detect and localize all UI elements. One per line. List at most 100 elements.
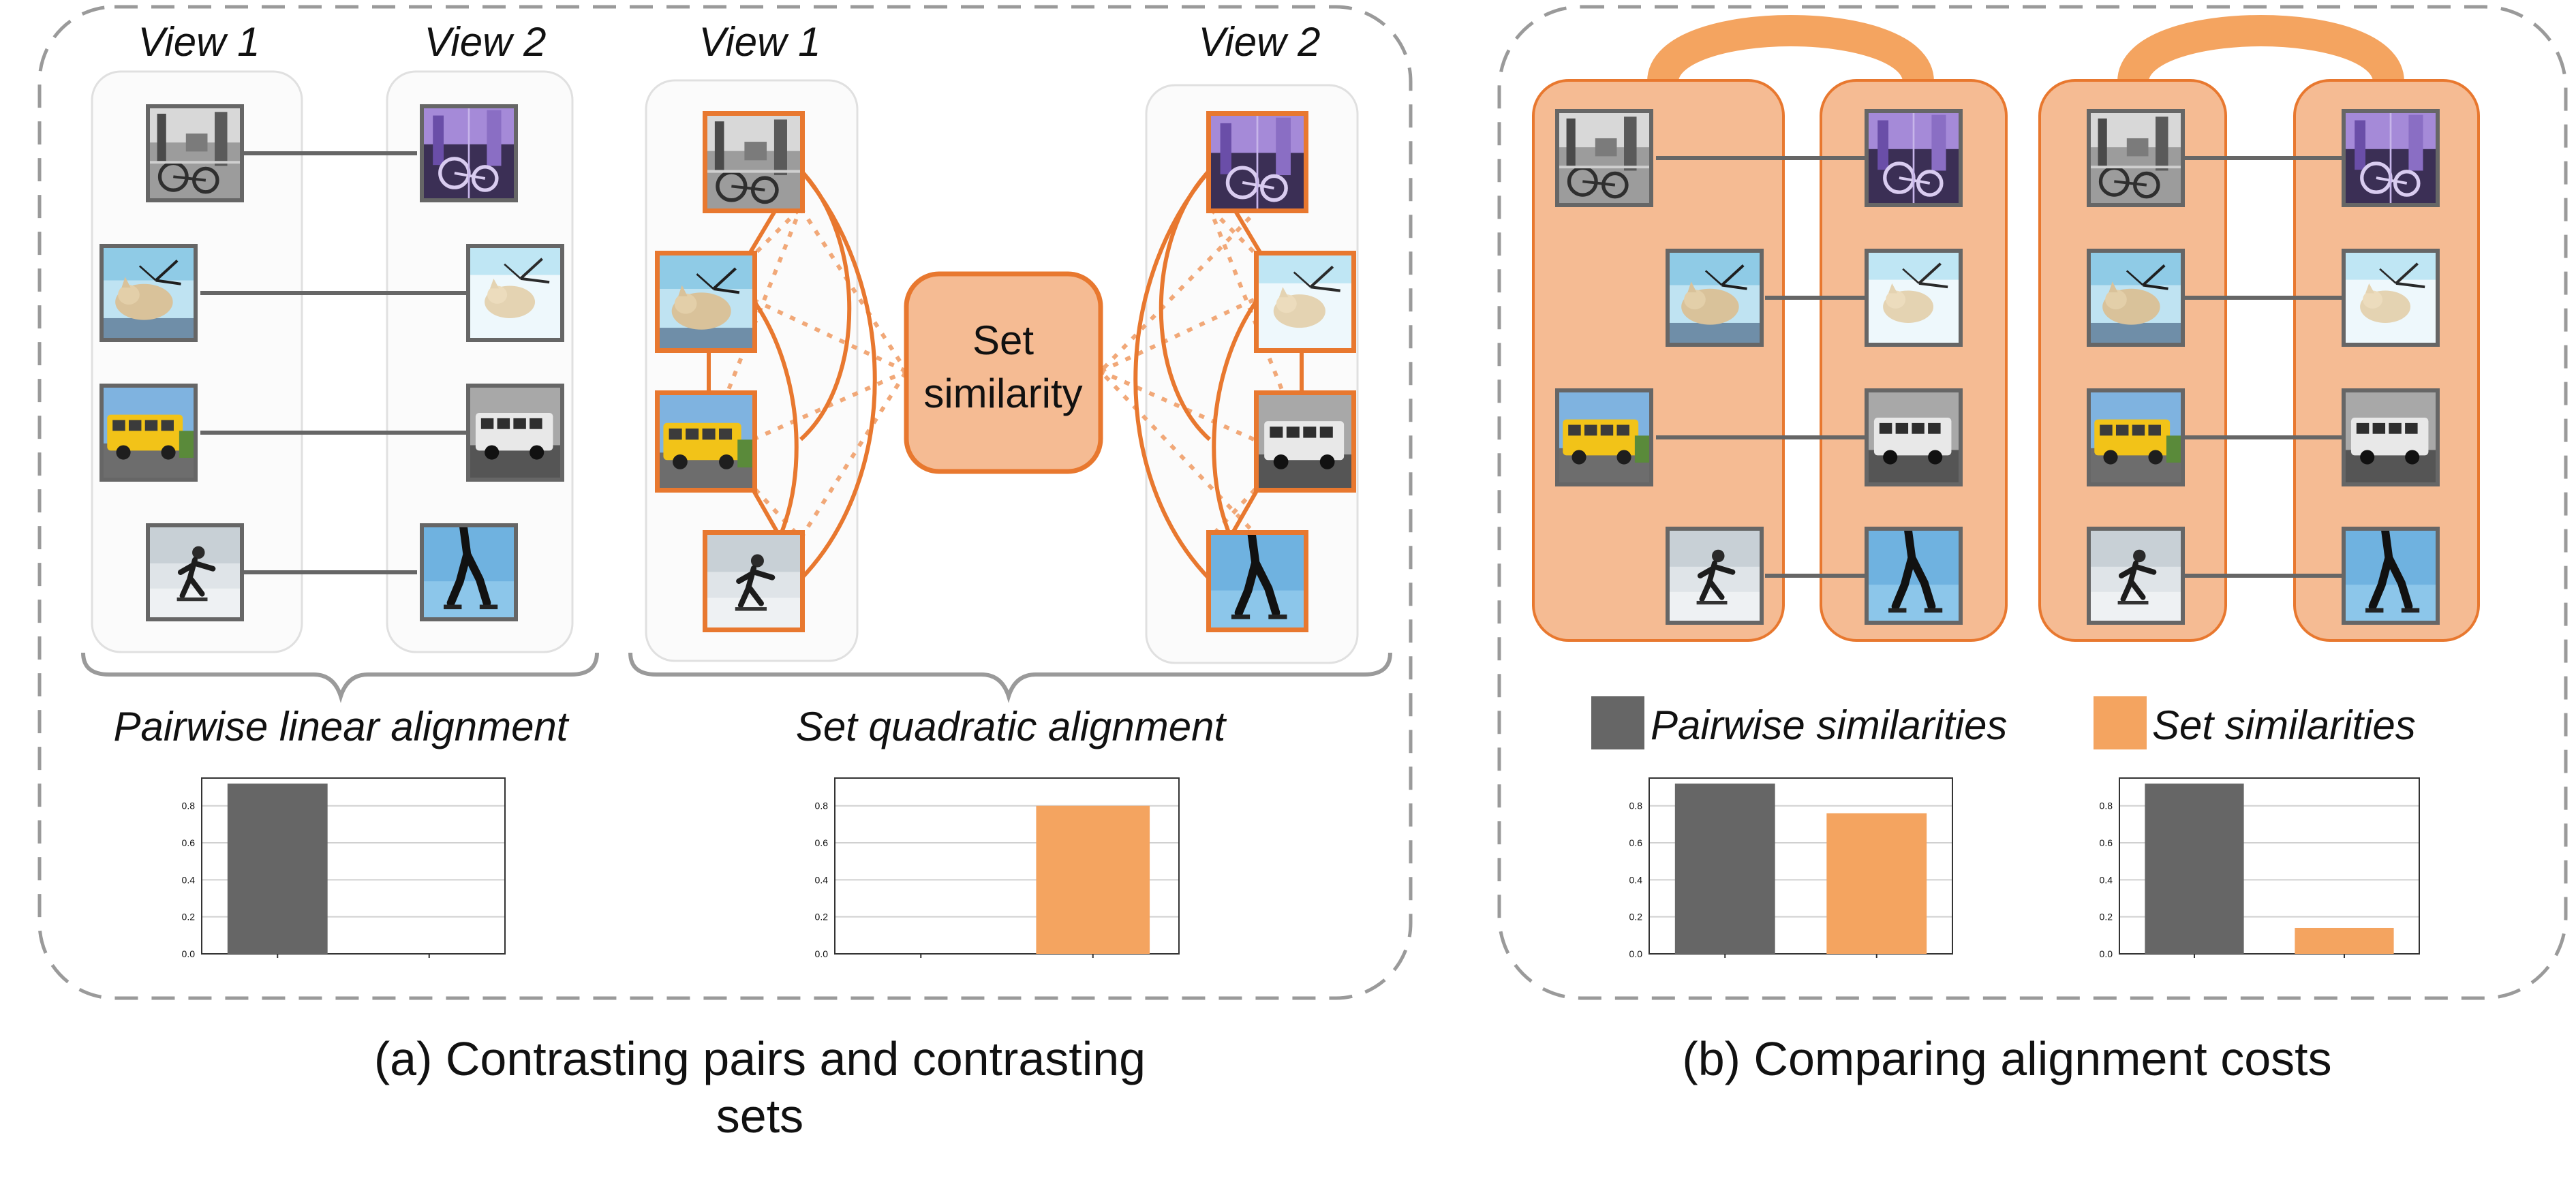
school-bus-gray-image (2346, 392, 2436, 482)
quadratic-view2-label: View 2 (1198, 19, 1320, 65)
quadratic-brace (628, 652, 1392, 704)
legend-label-set: Set similarities (2152, 702, 2416, 748)
school-bus-gray-image (1259, 395, 1351, 488)
legend-swatch-pairwise (1591, 696, 1644, 749)
street-bikes-image (2091, 113, 2181, 203)
plot-frame (1649, 777, 1953, 955)
quadratic-view2-column (1145, 84, 1359, 664)
set-group-1-images (1555, 109, 1963, 625)
linear-view2-images (420, 104, 564, 621)
set-group-2-view2 (2293, 79, 2480, 642)
y-tick-label: 0.4 (182, 874, 196, 885)
y-tick-label: 0.0 (815, 948, 829, 959)
y-tick-label: 0.8 (2100, 801, 2113, 811)
street-bikes-image (150, 108, 240, 198)
skater-image (707, 535, 800, 627)
quadratic-view1-images (655, 111, 805, 632)
street-bikes-purple-image (424, 108, 514, 198)
panel-a-caption-line2: sets (716, 1089, 803, 1143)
quadratic-view2-images (1206, 111, 1356, 632)
cat-clock-bright-image (1869, 253, 1959, 343)
skater-blue-image (1869, 531, 1959, 621)
set-group-1-view2 (1820, 79, 2008, 642)
chart-set-similar: 0.0 0.2 0.4 0.6 0.8 (1629, 777, 1953, 959)
y-tick-label: 0.4 (1629, 874, 1643, 885)
skater-image (150, 527, 240, 617)
linear-view1-images (99, 104, 244, 621)
quadratic-alignment-caption: Set quadratic alignment (796, 704, 1227, 749)
y-tick-label: 0.8 (815, 801, 829, 811)
street-bikes-image (707, 116, 800, 208)
set-link-arc-right (2117, 15, 2404, 84)
cat-clock-image (1670, 253, 1760, 343)
panel-a-border (37, 5, 1413, 1000)
school-bus-gray-image (470, 388, 560, 478)
linear-brace (81, 652, 599, 704)
cat-clock-image (104, 248, 194, 338)
skater-image (2091, 531, 2181, 621)
y-tick-label: 0.6 (815, 837, 829, 848)
y-tick-label: 0.6 (1629, 837, 1643, 848)
y-tick-label: 0.2 (182, 912, 196, 923)
skater-blue-image (2346, 531, 2436, 621)
cat-clock-image (2091, 253, 2181, 343)
cat-clock-bright-image (2346, 253, 2436, 343)
y-tick-label: 0.6 (182, 837, 196, 848)
panel-b-border (1497, 5, 2568, 1000)
skater-blue-image (1211, 535, 1304, 627)
set-similarity-box (904, 271, 1103, 474)
school-bus-image (660, 395, 752, 488)
cat-clock-bright-image (470, 248, 560, 338)
plot-frame (834, 777, 1180, 955)
linear-view2-column (386, 70, 574, 653)
quadratic-view1-label: View 1 (699, 19, 821, 65)
legend-label-pairwise: Pairwise similarities (1651, 702, 2007, 748)
bar-pairwise (2145, 784, 2244, 954)
street-bikes-purple-image (1211, 116, 1304, 208)
plot-frame (201, 777, 506, 955)
legend-swatch-set (2094, 696, 2147, 749)
school-bus-image (104, 388, 194, 478)
school-bus-image (2091, 392, 2181, 482)
street-bikes-image (1559, 113, 1649, 203)
linear-pair-lines (200, 151, 470, 574)
panel-b-pair-lines (1656, 156, 2344, 578)
y-tick-label: 0.8 (1629, 801, 1643, 811)
y-tick-label: 0.0 (182, 948, 196, 959)
set-group-2-view1 (2038, 79, 2227, 642)
cat-clock-bright-image (1259, 255, 1351, 348)
chart-linear: 0.0 0.2 0.4 0.6 0.8 (182, 777, 506, 959)
cat-clock-image (660, 255, 752, 348)
set-group-1-view1 (1532, 79, 1785, 642)
linear-view1-column (91, 70, 303, 653)
bar-set (1036, 805, 1150, 954)
y-tick-label: 0.6 (2100, 837, 2113, 848)
bar-set (1826, 813, 1927, 954)
set-group-2-images (2087, 109, 2440, 625)
linear-alignment-caption: Pairwise linear alignment (114, 704, 570, 749)
panel-a-caption-line1: (a) Contrasting pairs and contrasting (374, 1032, 1146, 1085)
y-tick-label: 0.8 (182, 801, 196, 811)
y-tick-label: 0.0 (2100, 948, 2113, 959)
bar-pairwise (1674, 784, 1775, 954)
chart-quadratic: 0.00.20.40.60.8 (815, 777, 1180, 959)
y-tick-label: 0.2 (1629, 912, 1643, 923)
set-similarity-label-line2: similarity (923, 371, 1082, 416)
y-tick-label: 0.0 (1629, 948, 1643, 959)
skater-image (1670, 531, 1760, 621)
y-tick-label: 0.2 (2100, 912, 2113, 923)
quadratic-view1-column (645, 79, 859, 662)
linear-view1-label: View 1 (138, 19, 260, 65)
set-similarity-label-line1: Set (972, 317, 1034, 363)
y-tick-label: 0.4 (2100, 874, 2113, 885)
school-bus-gray-image (1869, 392, 1959, 482)
y-tick-label: 0.2 (815, 912, 829, 923)
street-bikes-purple-image (2346, 113, 2436, 203)
panel-b-caption: (b) Comparing alignment costs (1682, 1032, 2331, 1085)
school-bus-image (1559, 392, 1649, 482)
plot-frame (2119, 777, 2420, 955)
bar-pairwise (227, 784, 328, 954)
street-bikes-purple-image (1869, 113, 1959, 203)
set-link-arc-left (1647, 15, 1934, 84)
